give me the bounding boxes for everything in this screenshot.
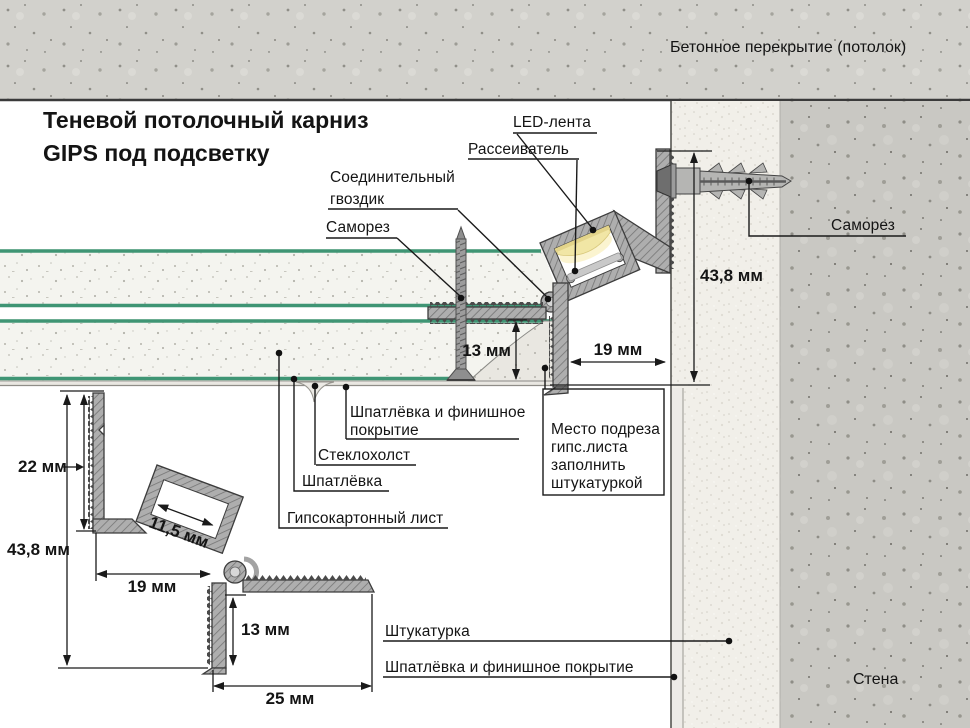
drywall-layer-1 — [0, 249, 563, 308]
wall-concrete — [780, 101, 970, 728]
leader-lines — [278, 132, 906, 678]
dimension-iso-board: 13 мм — [241, 620, 290, 639]
dimension-iso-group: 22 мм 43,8 мм 19 мм 13 мм 25 мм — [7, 390, 373, 708]
fiberglass-label: Стеклохолст — [318, 447, 410, 464]
cut-note-line2: гипс.листа — [551, 439, 628, 456]
title-line2: GIPS под подсветку — [43, 140, 270, 166]
dimension-iso-shelf: 25 мм — [266, 689, 315, 708]
ceiling-label: Бетонное перекрытие (потолок) — [670, 39, 906, 56]
cut-note-line3: заполнить — [551, 457, 626, 474]
led-strip-shape — [554, 225, 611, 253]
finish-top-label-line1: Шпатлёвка и финишное — [350, 404, 525, 421]
dimension-iso-gap: 19 мм — [128, 577, 177, 596]
led-channel — [539, 209, 641, 303]
iso-vertical-bar — [211, 582, 227, 669]
dimension-main-board: 13 мм — [462, 319, 527, 380]
finish-top-label-line2: покрытие — [350, 422, 419, 439]
dimension-main-gap: 19 мм — [570, 340, 666, 366]
diffuser-label: Рассеиватель — [468, 141, 569, 158]
diffuser-shape — [567, 252, 622, 282]
svg-text:13 мм: 13 мм — [462, 341, 511, 360]
pin-label-line1: Соединительный — [330, 169, 455, 186]
page-title: Теневой потолочный карниз GIPS под подсв… — [43, 107, 369, 166]
pin-label-line2: гвоздик — [330, 191, 384, 208]
iso-wall-flange — [92, 392, 105, 533]
iso-foot — [92, 518, 148, 534]
wall-label: Стена — [853, 671, 898, 688]
screw-left-label: Саморез — [326, 219, 390, 236]
cut-note-line4: штукатуркой — [551, 475, 643, 492]
cut-note-box — [542, 388, 665, 496]
svg-text:43,8 мм: 43,8 мм — [700, 266, 763, 285]
dimension-iso-flange: 22 мм — [18, 457, 67, 476]
svg-text:19 мм: 19 мм — [594, 340, 643, 359]
dowel-drawing — [656, 162, 792, 200]
profile-vertical-bar — [552, 282, 569, 388]
leader-dots — [275, 177, 753, 681]
iso-bottom-lip — [200, 667, 227, 675]
putty-label: Шпатлёвка — [302, 473, 382, 490]
wall-section: Стена — [670, 101, 970, 728]
title-line1: Теневой потолочный карниз — [43, 107, 369, 133]
screw-drawing — [445, 225, 477, 381]
wall-finish-layer — [671, 388, 683, 728]
iso-board-flange — [242, 579, 376, 593]
plaster-label: Штукатурка — [385, 623, 470, 640]
profile-board-flange — [427, 306, 547, 320]
ceiling-band: Бетонное перекрытие (потолок) — [0, 0, 970, 102]
dimension-main-height: 43,8 мм — [550, 150, 763, 386]
cut-note-line1: Место подреза — [551, 421, 660, 438]
dimension-iso-height: 43,8 мм — [7, 540, 70, 559]
finish-bottom-label: Шпатлёвка и финишное покрытие — [385, 659, 634, 676]
led-strip-label: LED-лента — [513, 114, 591, 131]
drywall-label: Гипсокартонный лист — [287, 510, 443, 527]
screw-right-label: Саморез — [831, 217, 895, 234]
wall-plaster-layer — [671, 101, 780, 728]
plaster-fill-wedge — [467, 320, 554, 382]
